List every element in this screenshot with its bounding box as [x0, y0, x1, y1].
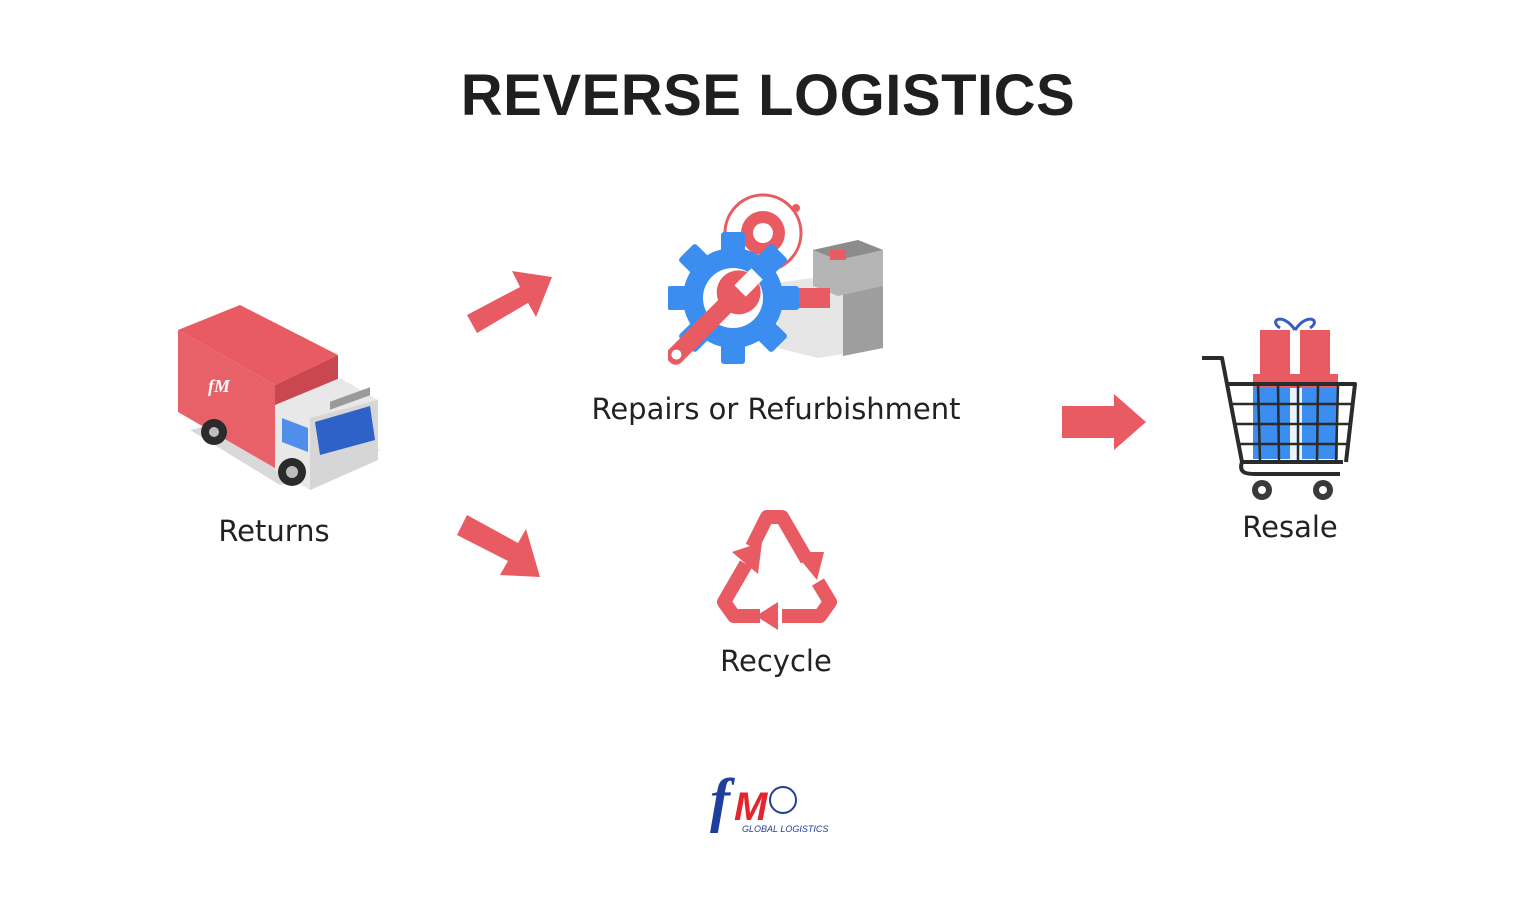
shopping-cart-gifts-icon	[1202, 317, 1357, 500]
company-logo: f M GLOBAL LOGISTICS	[710, 768, 828, 834]
svg-text:fM: fM	[208, 376, 231, 396]
delivery-truck-icon: fM	[178, 305, 380, 490]
recycle-icon	[717, 510, 837, 630]
arrow-to-resale-icon	[1062, 394, 1146, 450]
gear-wrench-boxes-icon	[668, 193, 883, 365]
resale-label: Resale	[1242, 510, 1338, 544]
svg-text:f: f	[710, 768, 735, 833]
arrow-to-recycle-icon	[457, 515, 540, 577]
arrow-to-repairs-icon	[467, 271, 552, 333]
svg-text:M: M	[734, 785, 769, 829]
repairs-label: Repairs or Refurbishment	[591, 392, 961, 426]
returns-label: Returns	[218, 514, 330, 548]
page-title: REVERSE LOGISTICS	[460, 63, 1076, 128]
logo-text: GLOBAL LOGISTICS	[742, 824, 828, 834]
recycle-label: Recycle	[720, 644, 832, 678]
